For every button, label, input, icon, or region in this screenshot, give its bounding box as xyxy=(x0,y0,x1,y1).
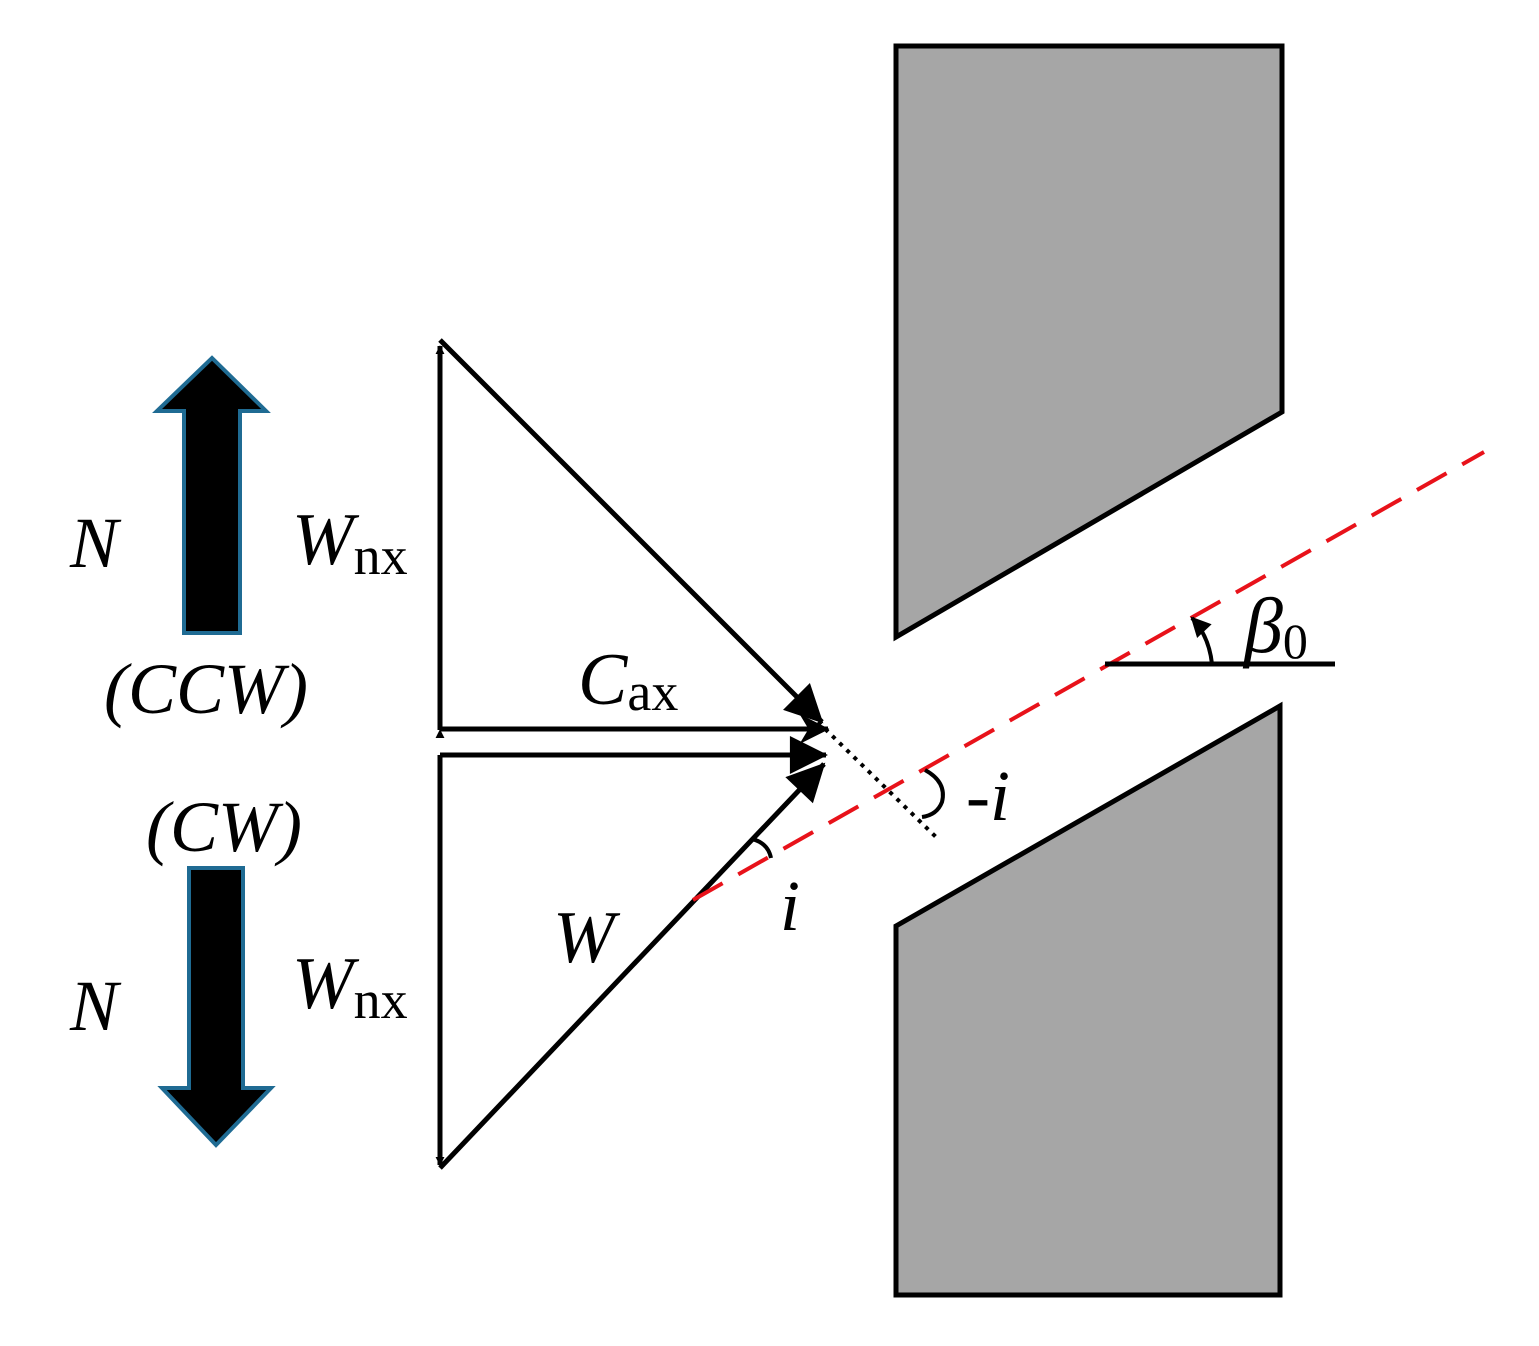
cw-label: (CW) xyxy=(146,787,302,867)
neg-i-angle-arc xyxy=(921,768,945,819)
w-label: W xyxy=(553,897,621,979)
beta0-label: β0 xyxy=(1242,582,1308,669)
incidence-label: i xyxy=(780,866,800,946)
cax-label: Cax xyxy=(578,639,678,722)
lower-blade xyxy=(893,701,1283,1298)
i-angle-arc xyxy=(751,837,773,859)
neg-incidence-label: -i xyxy=(966,756,1010,836)
w-vector xyxy=(438,762,826,1170)
ccw-rotation-arrow xyxy=(152,355,271,635)
wnx-bottom-label: Wnx xyxy=(292,943,408,1030)
rotation-label-n-top: N xyxy=(69,503,122,583)
incidence-dotted-line xyxy=(816,720,939,840)
wnx-top-label: Wnx xyxy=(292,499,408,586)
cw-rotation-arrow xyxy=(157,866,276,1148)
upper-relative-velocity-vector xyxy=(438,338,824,724)
rotation-label-n-bottom: N xyxy=(69,966,122,1046)
upper-blade xyxy=(893,43,1285,642)
ccw-label: (CCW) xyxy=(104,649,308,729)
beta0-angle-arc xyxy=(1190,616,1214,665)
inlet-blade-angle-line xyxy=(692,450,1485,902)
